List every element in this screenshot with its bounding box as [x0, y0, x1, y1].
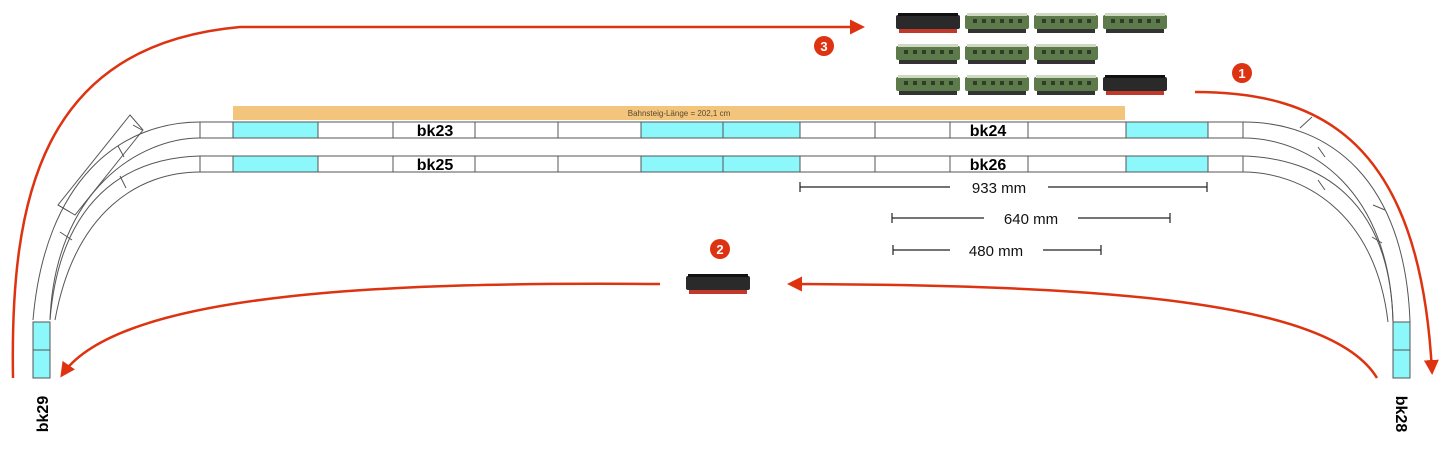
step-badge-2: 2: [710, 239, 730, 259]
track-segment: [474, 121, 559, 139]
track-segment: [1207, 155, 1244, 173]
route-arrow-top: [11, 19, 865, 379]
baggage-car-icon: [896, 44, 960, 64]
left-turnout: [57, 114, 144, 216]
passenger-car-icon: [1034, 13, 1098, 33]
train-compositions: [686, 13, 1167, 294]
passenger-car-icon: [965, 75, 1029, 95]
right-curve-ties: [1299, 116, 1386, 244]
passenger-car-icon: [965, 44, 1029, 64]
measurement-640: [891, 213, 1171, 223]
track-segment: [1125, 121, 1209, 139]
block-label-bk29: bk29: [35, 396, 52, 433]
track-segment: [640, 121, 724, 139]
track-segment: [874, 121, 951, 139]
track-segment: [1027, 121, 1127, 139]
track-segment: [317, 155, 394, 173]
measurement-label-480: 480 mm: [969, 243, 1023, 260]
platform-bar: [233, 106, 1125, 120]
track-segment: [722, 155, 801, 173]
step-number-1: 1: [1238, 66, 1245, 81]
route-arrow-bottom-left: [60, 282, 661, 378]
track-segment: [199, 155, 234, 173]
right-curve-inner-1: [1242, 137, 1394, 323]
route-arrow-bottom-right: [787, 276, 1379, 379]
passenger-car-icon: [1034, 44, 1098, 64]
side-block-left: [32, 321, 51, 379]
passenger-car-icon: [1103, 13, 1167, 33]
track-segment: [874, 155, 951, 173]
measurement-label-933: 933 mm: [972, 180, 1026, 197]
measurement-label-640: 640 mm: [1004, 211, 1058, 228]
track-segment: [640, 155, 724, 173]
side-block-right-segment: [1392, 349, 1411, 379]
left-curve-outer-1: [32, 121, 201, 321]
track-lower: [199, 155, 1244, 173]
left-curve-tracks: [32, 114, 201, 321]
left-curve-ties: [57, 124, 143, 241]
route-arrows: [11, 19, 1439, 379]
track-segment: [474, 155, 559, 173]
locomotive-icon: [896, 13, 960, 33]
side-block-right: [1392, 321, 1411, 379]
block-label-bk25: bk25: [417, 157, 454, 174]
right-curve-inner-2: [1242, 171, 1389, 323]
track-segment: [722, 121, 801, 139]
track-segment: [799, 121, 876, 139]
left-curve-inner-2: [54, 171, 201, 321]
baggage-car-icon: [896, 75, 960, 95]
measurement-480: [892, 245, 1102, 255]
block-label-bk26: bk26: [970, 157, 1007, 174]
right-curve-tracks: [1242, 116, 1411, 323]
platform-length-label: Bahnsteig-Länge = 202,1 cm: [628, 109, 731, 118]
step-badge-1: 1: [1232, 63, 1252, 83]
track-segment: [232, 121, 319, 139]
step-number-3: 3: [820, 39, 827, 54]
right-curve-outer-1: [1242, 121, 1411, 323]
side-block-left-segment: [32, 321, 51, 351]
track-segment: [799, 155, 876, 173]
route-arrow-right: [1194, 90, 1439, 375]
baggage-car-icon: [965, 13, 1029, 33]
track-segment: [232, 155, 319, 173]
side-block-right-segment: [1392, 321, 1411, 351]
locomotive-icon: [1103, 75, 1167, 95]
left-curve-inner-1: [49, 137, 201, 321]
measurement-933: [799, 182, 1208, 192]
track-segment: [1125, 155, 1209, 173]
locomotive-icon: [686, 274, 750, 294]
left-curve-outer-2: [49, 155, 201, 321]
track-segment: [1027, 155, 1127, 173]
track-segment: [317, 121, 394, 139]
track-segment: [199, 121, 234, 139]
track-segment: [1207, 121, 1244, 139]
platform: Bahnsteig-Länge = 202,1 cm: [233, 106, 1125, 120]
right-curve-outer-2: [1242, 155, 1394, 323]
track-upper: [199, 121, 1244, 139]
block-label-bk28: bk28: [1392, 396, 1409, 433]
passenger-car-icon: [1034, 75, 1098, 95]
side-block-left-segment: [32, 349, 51, 379]
block-label-bk24: bk24: [970, 123, 1007, 140]
track-segment: [557, 121, 642, 139]
track-segment: [557, 155, 642, 173]
block-label-bk23: bk23: [417, 123, 454, 140]
step-badge-3: 3: [814, 36, 834, 56]
step-number-2: 2: [716, 242, 723, 257]
